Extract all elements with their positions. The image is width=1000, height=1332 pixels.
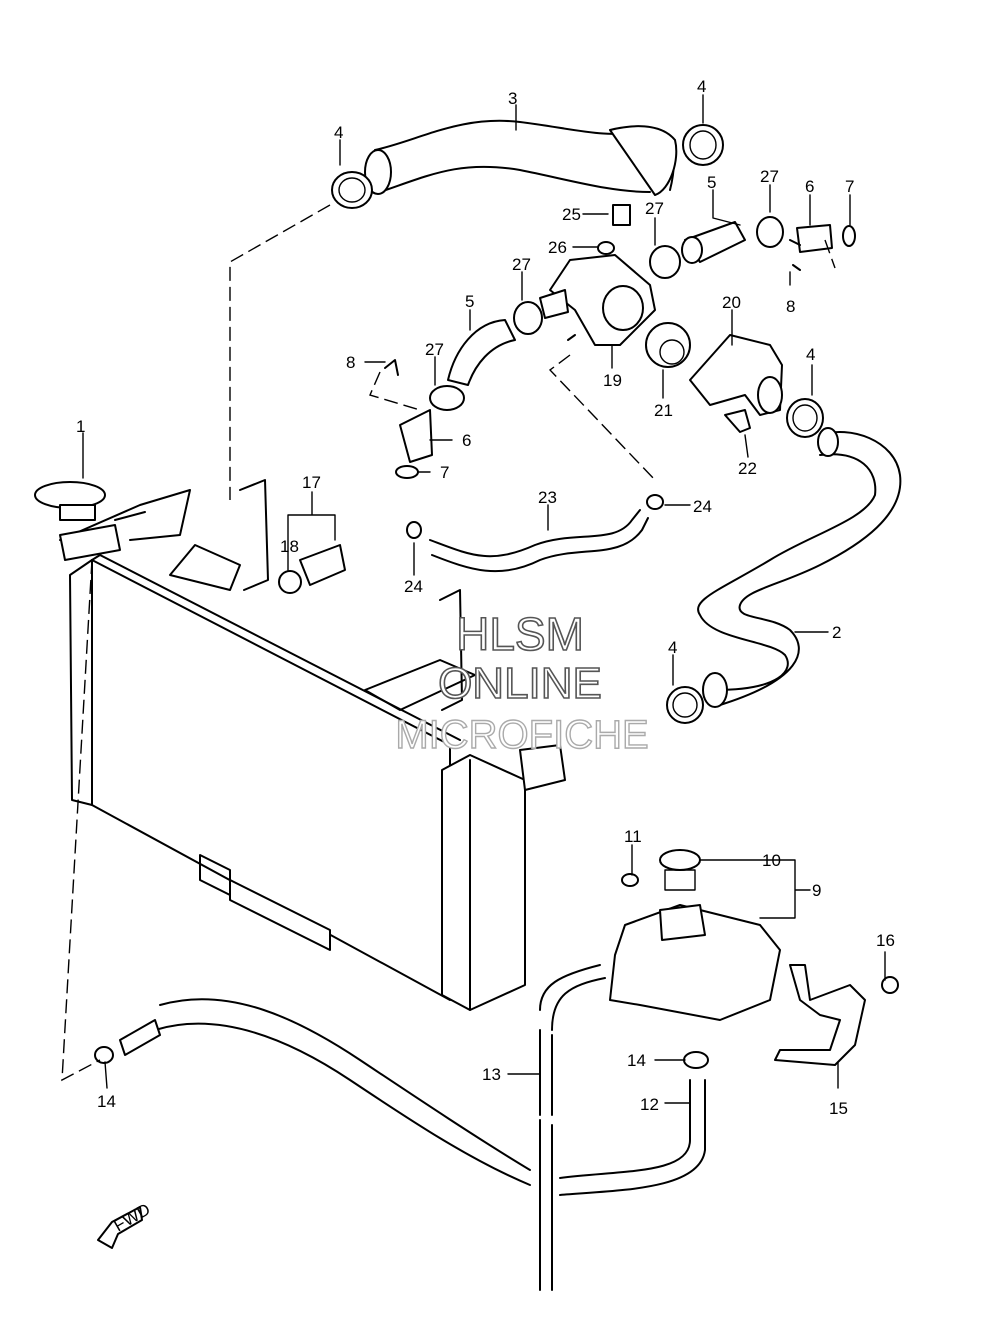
- callout-15: 15: [829, 1099, 848, 1118]
- hose-clamp-4d: [666, 686, 704, 724]
- callout-8: 8: [346, 353, 355, 372]
- reservoir-tank: [609, 849, 781, 1021]
- callout-21: 21: [654, 401, 673, 420]
- clamp-27: [429, 216, 784, 411]
- callout-7: 7: [845, 177, 854, 196]
- callout-8: 8: [786, 297, 795, 316]
- callout-26: 26: [548, 238, 567, 257]
- fan-switch: [278, 544, 346, 594]
- callout-13: 13: [482, 1065, 501, 1084]
- callout-14: 14: [627, 1051, 646, 1070]
- callout-24: 24: [404, 577, 423, 596]
- callout-9: 9: [812, 881, 821, 900]
- lower-hose: [697, 427, 902, 708]
- callout-6: 6: [805, 177, 814, 196]
- small-hose-middle: [447, 319, 516, 386]
- hose-clamp-4b: [682, 124, 724, 166]
- callout-10: 10: [762, 851, 781, 870]
- hose-clamp-4c: [786, 398, 824, 438]
- hose-clamp-4a: [331, 171, 373, 209]
- callout-4: 4: [806, 345, 815, 364]
- callout-5: 5: [707, 173, 716, 192]
- fwd-arrow-icon: FWD: [97, 1200, 154, 1249]
- callout-24: 24: [693, 497, 712, 516]
- callout-27: 27: [760, 167, 779, 186]
- overflow-hoses: [119, 964, 706, 1291]
- clamp-14: [94, 1046, 709, 1069]
- callout-27: 27: [645, 199, 664, 218]
- callout-5: 5: [465, 292, 474, 311]
- callout-18: 18: [280, 537, 299, 556]
- radiator-cap: [34, 481, 146, 561]
- watermark: HLSM ONLINE MICROFICHE: [395, 607, 650, 758]
- callout-4: 4: [668, 638, 677, 657]
- upper-hose: [364, 119, 678, 196]
- sensor-25: [612, 204, 631, 226]
- tank-bracket: [774, 964, 899, 1066]
- bolt-22: [724, 409, 751, 433]
- callout-4: 4: [334, 123, 343, 142]
- callout-25: 25: [562, 205, 581, 224]
- callout-11: 11: [624, 827, 642, 846]
- callout-27: 27: [425, 340, 444, 359]
- callout-14: 14: [97, 1092, 116, 1111]
- callout-3: 3: [508, 89, 517, 108]
- callout-27: 27: [512, 255, 531, 274]
- watermark-line-1: HLSM: [456, 608, 584, 660]
- callout-17: 17: [302, 473, 321, 492]
- callout-20: 20: [722, 293, 741, 312]
- thermostat-cover: [689, 334, 783, 416]
- callout-4: 4: [697, 77, 706, 96]
- fwd-label: FWD: [111, 1200, 154, 1236]
- watermark-line-3: MICROFICHE: [395, 713, 648, 757]
- callout-6: 6: [462, 431, 471, 450]
- thermostat-housing: [539, 254, 656, 346]
- leader-lines: [82, 94, 886, 1104]
- fitting-6b: [384, 359, 433, 479]
- callout-19: 19: [603, 371, 622, 390]
- radiator: [59, 479, 566, 1011]
- callout-labels: 3 4 4 4 4 5 5 6 6 7 7 8 8 9 10 11 12 13 …: [76, 77, 895, 1118]
- callout-7: 7: [440, 463, 449, 482]
- washer-26: [597, 241, 615, 255]
- callout-2: 2: [832, 623, 841, 642]
- small-hose-upper: [681, 221, 746, 264]
- callout-1: 1: [76, 417, 85, 436]
- callout-16: 16: [876, 931, 895, 950]
- callout-22: 22: [738, 459, 757, 478]
- assembly-lines: [61, 204, 836, 1082]
- callout-23: 23: [538, 488, 557, 507]
- callout-12: 12: [640, 1095, 659, 1114]
- thermostat: [645, 322, 691, 368]
- watermark-line-2: ONLINE: [438, 659, 602, 708]
- bypass-hose: [406, 494, 664, 573]
- fitting-6a: [789, 224, 856, 271]
